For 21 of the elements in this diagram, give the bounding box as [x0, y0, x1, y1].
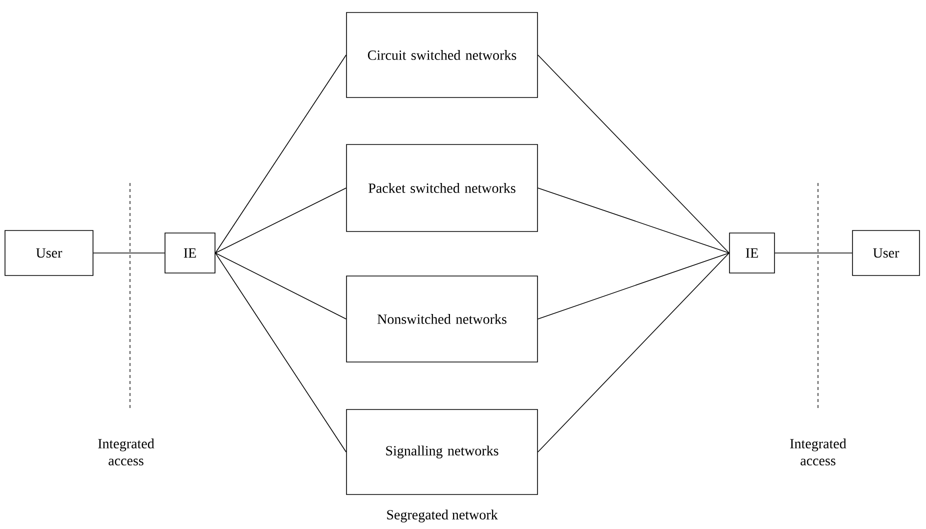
caption: Segregated network: [387, 510, 498, 522]
connector-line: [215, 188, 346, 254]
access-label: Integrated access: [790, 438, 846, 466]
connector-line: [215, 252, 346, 452]
connector-line: [538, 252, 730, 452]
network-box: Circuit switched networks: [346, 12, 538, 98]
connector-line: [215, 54, 346, 254]
network-box: IE: [164, 232, 216, 274]
connector-line: [215, 252, 346, 320]
network-box: IE: [729, 232, 775, 274]
network-box: User: [852, 230, 920, 276]
network-box: Nonswitched networks: [346, 276, 538, 362]
connector-line: [93, 252, 166, 254]
network-box: Packet switched networks: [346, 144, 538, 232]
network-box: User: [4, 230, 94, 276]
connector-line: [538, 252, 730, 320]
network-box: Signalling networks: [346, 409, 538, 495]
connector-line: [538, 188, 730, 254]
access-label: Integrated access: [98, 438, 154, 466]
connector-line: [774, 252, 852, 254]
connector-line: [538, 54, 730, 254]
